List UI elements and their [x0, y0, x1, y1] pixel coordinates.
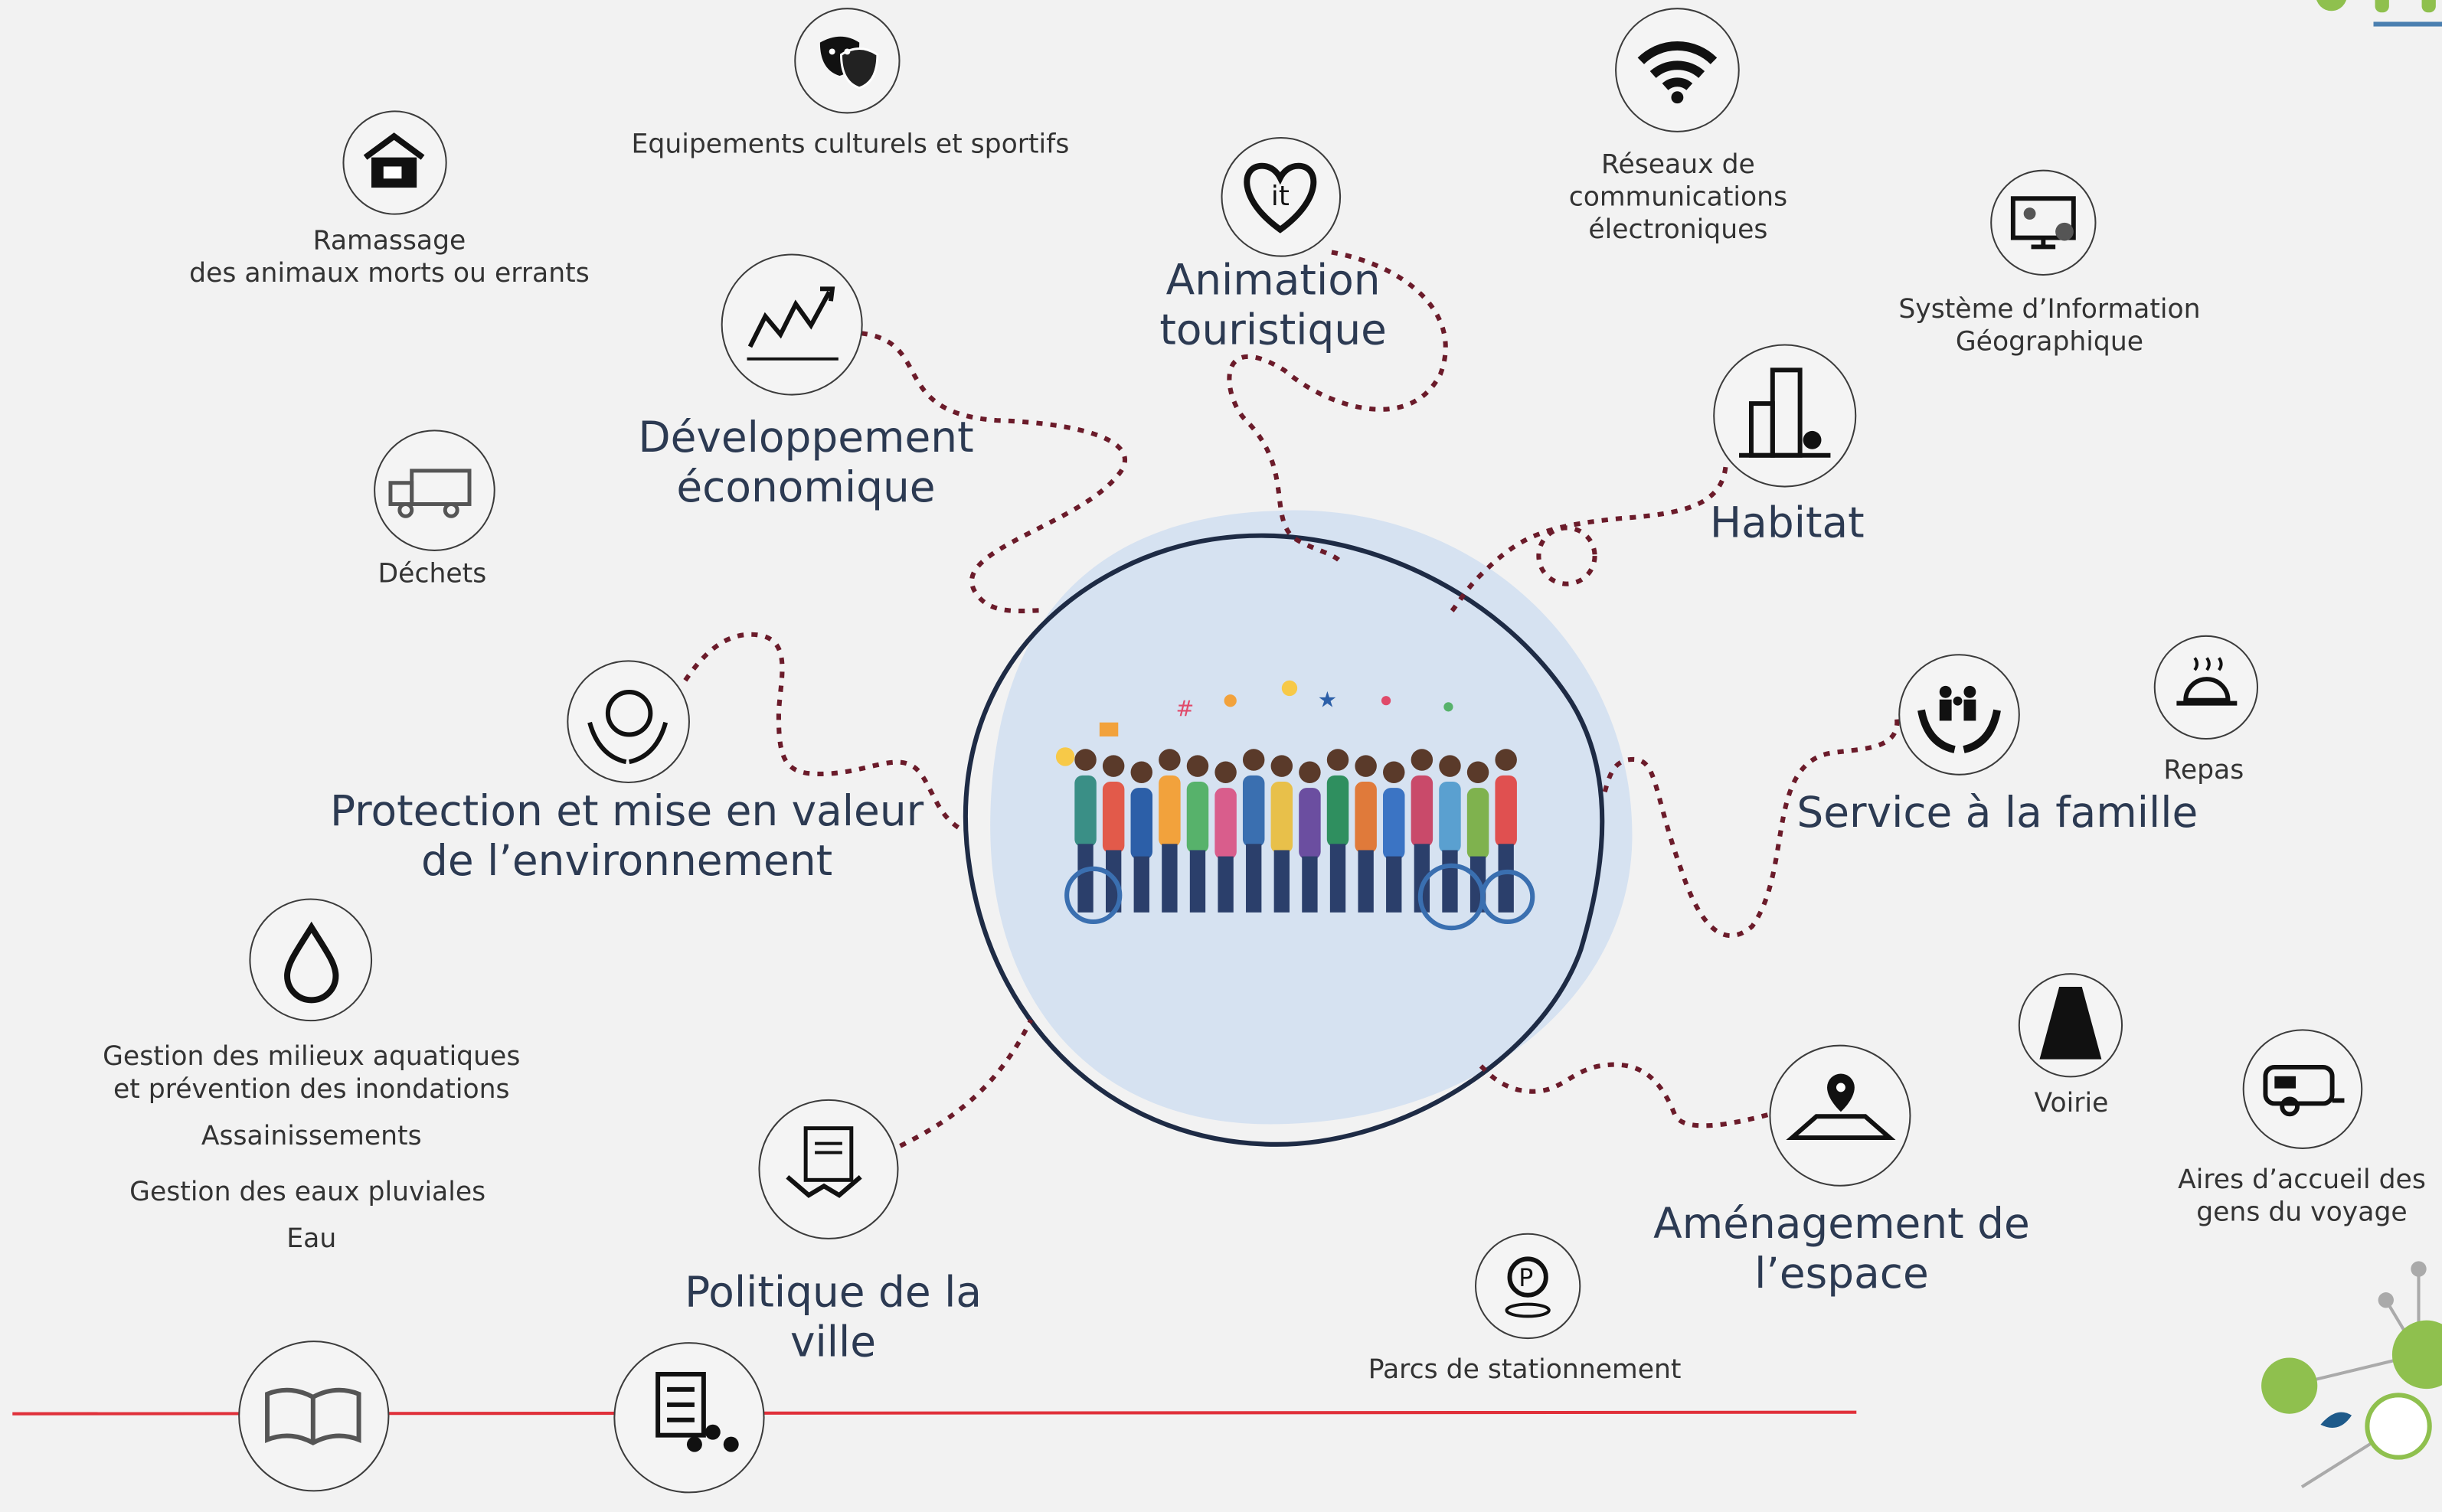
svg-text:it: it: [1271, 181, 1290, 212]
crowd-person-head: [1439, 755, 1461, 777]
crowd-person: [1495, 775, 1517, 847]
crowd-person: [1326, 775, 1349, 847]
crowd-person-head: [1186, 755, 1209, 777]
dotted-connectors: [683, 250, 1900, 1148]
crowd-person-legs: [1218, 856, 1234, 913]
crowd-person-legs: [1077, 844, 1094, 913]
crowd-person-legs: [1162, 844, 1178, 913]
label-repas: Repas: [2163, 755, 2244, 787]
label-gemapi: Gestion des milieux aquatiques et préven…: [103, 1041, 521, 1105]
crowd-person-legs: [1442, 850, 1458, 913]
theme-politique-ville: Politique de la ville: [685, 1269, 982, 1367]
label-ramassage: Ramassage des animaux morts ou errants: [189, 225, 590, 290]
crowd-person-head: [1159, 749, 1181, 771]
crowd-person: [1411, 775, 1433, 847]
stock-chart-icon: [721, 253, 863, 396]
logo-fragment: [2373, 21, 2442, 27]
crowd-person-legs: [1498, 844, 1514, 913]
house-animal-icon: [342, 110, 447, 215]
crowd-person-head: [1074, 749, 1097, 771]
svg-text:#: #: [1176, 697, 1195, 722]
crowd-person-head: [1102, 755, 1125, 777]
crowd-person-head: [1270, 755, 1293, 777]
network-decoration: [2261, 1261, 2442, 1489]
label-parcs: Parcs de stationnement: [1368, 1354, 1682, 1386]
label-eaux-pluviales: Gestion des eaux pluviales: [129, 1177, 486, 1209]
gis-computer-icon: [1990, 169, 2097, 276]
crowd-person-legs: [1386, 856, 1402, 913]
crowd-person: [1439, 781, 1461, 854]
crowd-person: [1186, 781, 1209, 854]
crowd-person-head: [1411, 749, 1433, 771]
crowd-person: [1214, 788, 1237, 860]
crowd-person-head: [1299, 761, 1321, 784]
label-dechets: Déchets: [378, 559, 487, 590]
crowd-person: [1159, 775, 1181, 847]
svg-text:★: ★: [1318, 687, 1338, 712]
garbage-truck-icon: [374, 429, 495, 551]
crowd-person: [1242, 775, 1265, 847]
crowd-person: [1074, 775, 1097, 847]
crowd-person: [1270, 781, 1293, 854]
crowd-person-head: [1214, 761, 1237, 784]
wifi-icon: [1615, 8, 1740, 132]
deco-dot: [2316, 0, 2346, 11]
crowd-person-head: [1466, 761, 1489, 784]
crowd-illustration: # ★: [1055, 680, 1535, 931]
crowd-person-legs: [1133, 856, 1149, 913]
crowd-person-head: [1242, 749, 1265, 771]
theme-amenagement: Aménagement de l’espace: [1653, 1200, 2030, 1299]
map-pin-icon: [1769, 1044, 1911, 1187]
center-outline: [963, 533, 1605, 1147]
crowd-person-legs: [1329, 844, 1346, 913]
crowd-person-legs: [1246, 844, 1262, 913]
theme-animation: Animation touristique: [1159, 256, 1387, 355]
crowd-person-legs: [1189, 850, 1206, 913]
crowd-person-legs: [1358, 850, 1374, 913]
crowd-person-head: [1130, 761, 1153, 784]
theme-habitat: Habitat: [1709, 499, 1865, 548]
label-eau: Eau: [286, 1223, 337, 1256]
crowd-person: [1102, 781, 1125, 854]
crowd-person-legs: [1273, 850, 1290, 913]
crowd-person-head: [1383, 761, 1405, 784]
family-hands-icon: [1898, 654, 2020, 776]
globe-hands-icon: [567, 660, 690, 784]
parking-pin-icon: P: [1475, 1233, 1581, 1340]
theme-developpement: Développement économique: [638, 413, 974, 513]
water-drop-icon: [249, 898, 373, 1022]
label-equipements: Equipements culturels et sportifs: [631, 129, 1070, 161]
crowd-person-legs: [1414, 844, 1430, 913]
crowd-person: [1299, 788, 1321, 860]
theme-environnement: Protection et mise en valeur de l’enviro…: [329, 788, 924, 887]
crowd-person-head: [1495, 749, 1517, 771]
crowd-person-head: [1326, 749, 1349, 771]
checklist-people-icon: [613, 1342, 765, 1494]
svg-text:P: P: [1518, 1265, 1533, 1292]
label-aires-accueil: Aires d’accueil des gens du voyage: [2178, 1164, 2426, 1229]
label-voirie: Voirie: [2034, 1088, 2109, 1120]
crowd-person: [1466, 788, 1489, 860]
book-icon: [238, 1341, 390, 1492]
city-building-icon: [1713, 344, 1857, 488]
crowd-person: [1130, 788, 1153, 860]
label-reseaux: Réseaux de communications électroniques: [1568, 149, 1788, 247]
heart-tourism-icon: it: [1221, 136, 1342, 257]
serving-cloche-icon: [2153, 635, 2259, 740]
theme-service-famille: Service à la famille: [1796, 789, 2198, 838]
road-icon: [2018, 973, 2123, 1078]
crowd-person: [1355, 781, 1377, 854]
crowd-person: [1383, 788, 1405, 860]
theatre-masks-icon: [794, 8, 901, 114]
caravan-icon: [2242, 1029, 2363, 1149]
label-assainissements: Assainissements: [201, 1121, 422, 1153]
label-sig: Système d’Information Géographique: [1898, 294, 2201, 358]
crowd-person-legs: [1302, 856, 1318, 913]
crowd-person-head: [1355, 755, 1377, 777]
handshake-contract-icon: [758, 1099, 899, 1239]
